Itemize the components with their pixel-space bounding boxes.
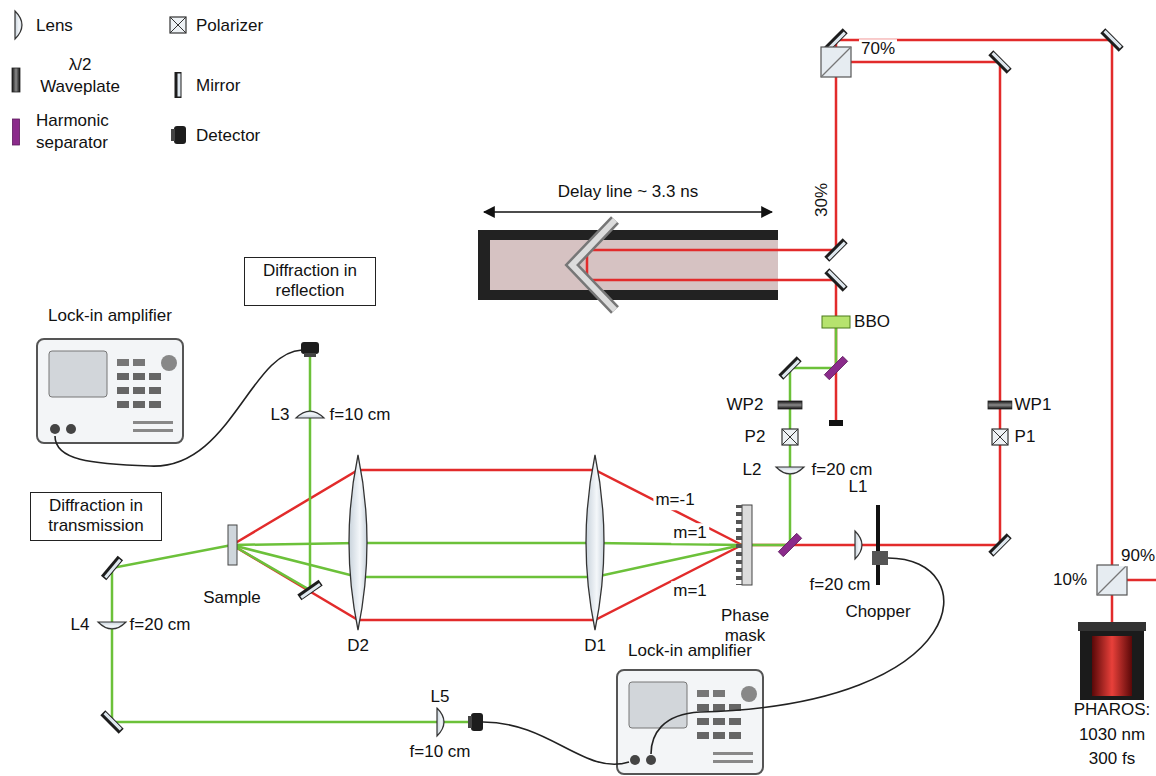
mirror-symbol <box>824 238 847 261</box>
detector-symbol <box>171 126 186 144</box>
lens-symbol <box>296 411 324 418</box>
component-label: 70% <box>859 39 897 59</box>
polarizer-symbol <box>782 429 798 445</box>
component-label: Sample <box>201 588 263 608</box>
detector-symbol <box>301 342 319 357</box>
delay-rail <box>490 240 778 290</box>
laser-body <box>1092 636 1132 696</box>
cube-symbol <box>821 47 851 77</box>
lens-d1 <box>586 455 604 630</box>
component-label: WP2 <box>725 395 766 415</box>
mirror-symbol <box>175 72 182 98</box>
beam-dump <box>829 420 843 426</box>
component-label: Phase mask <box>712 606 778 645</box>
lock-in-device <box>617 670 763 774</box>
retroreflector <box>572 220 615 310</box>
mirror-symbol <box>988 50 1011 73</box>
legend-text: Polarizer <box>196 15 263 37</box>
component-label: D2 <box>345 636 371 656</box>
node-text: Lock-in amplifier <box>615 641 765 661</box>
legend-text: Lens <box>36 15 73 37</box>
component-label: m=1 <box>671 523 709 543</box>
chopper-wheel <box>876 505 880 585</box>
laser-source: PHAROS: 1030 nm 300 fs <box>1070 622 1154 774</box>
bbo-crystal <box>822 316 850 328</box>
lens-symbol <box>855 531 862 559</box>
lens-symbol <box>98 622 126 629</box>
delay-arrow <box>484 211 772 213</box>
mirror-symbol <box>297 580 322 601</box>
polarizer-symbol <box>170 17 186 33</box>
component-label: 10% <box>1051 570 1089 590</box>
component-label: P1 <box>1013 427 1038 447</box>
mirror-symbol <box>101 556 123 580</box>
component-label: L3 <box>269 405 292 425</box>
legend-text: Harmonic separator <box>36 110 146 154</box>
lens-symbol <box>437 708 444 736</box>
separator-symbol <box>778 533 801 556</box>
lock-in-device <box>37 339 183 443</box>
component-label: f=10 cm <box>328 405 393 425</box>
chopper-sensor <box>872 551 888 565</box>
component-label: L2 <box>741 460 764 480</box>
component-label: 30% <box>812 181 832 219</box>
mirror-symbol <box>778 356 801 379</box>
component-label: L4 <box>69 615 92 635</box>
separator-symbol <box>13 119 20 145</box>
component-label: BBO <box>852 312 892 332</box>
label-box: Diffraction in transmission <box>30 492 162 541</box>
legend-text: Mirror <box>196 75 240 97</box>
pump-beam <box>232 40 1156 628</box>
lock-in-amplifier: Lock-in amplifier <box>35 306 185 448</box>
mirror-symbol <box>1100 28 1123 51</box>
lens-symbol <box>776 467 804 474</box>
component-label: m=-1 <box>653 490 696 510</box>
waveplate-symbol <box>12 68 20 92</box>
detector-symbol <box>468 713 483 731</box>
component-label: f=20 cm <box>808 575 873 595</box>
component-label: f=10 cm <box>408 742 473 762</box>
node-text: Lock-in amplifier <box>35 306 185 326</box>
component-label: Chopper <box>843 602 912 622</box>
delay-stage <box>478 230 778 300</box>
mirror-symbol <box>100 710 123 733</box>
mirror-symbol <box>824 268 847 291</box>
retroreflector <box>572 220 615 310</box>
component-label: P2 <box>743 427 768 447</box>
mirror-symbol <box>988 533 1011 556</box>
legend-text: λ/2 Waveplate <box>30 54 130 98</box>
separator-symbol <box>824 356 847 379</box>
node-text: PHAROS: 1030 nm 300 fs <box>1070 698 1154 772</box>
component-label: Delay line ~ 3.3 ns <box>556 182 700 202</box>
component-label: D1 <box>582 636 608 656</box>
component-label: L5 <box>429 687 452 707</box>
lens-symbol <box>15 11 22 39</box>
component-label: f=20 cm <box>128 615 193 635</box>
node-text: Diffraction in reflection <box>253 261 367 302</box>
node-text: Diffraction in transmission <box>39 496 153 537</box>
phase-mask <box>742 505 752 585</box>
probe-beam <box>112 328 836 722</box>
waveplate-symbol <box>988 401 1012 409</box>
cube-symbol <box>1097 565 1127 595</box>
polarizer-symbol <box>992 429 1008 445</box>
legend-text: Detector <box>196 125 260 147</box>
phase-mask-grating <box>736 505 742 585</box>
laser-body <box>1080 628 1144 700</box>
signal-cable <box>55 350 944 764</box>
component-label: WP1 <box>1013 395 1054 415</box>
sample <box>228 525 237 565</box>
component-label: L1 <box>847 477 870 497</box>
component-label: 90% <box>1119 546 1156 566</box>
lock-in-amplifier: Lock-in amplifier <box>615 641 765 776</box>
waveplate-symbol <box>778 401 802 409</box>
lens-d2 <box>349 455 367 630</box>
component-label: m=1 <box>671 581 709 601</box>
label-box: Diffraction in reflection <box>244 257 376 306</box>
laser-cap <box>1078 622 1146 631</box>
